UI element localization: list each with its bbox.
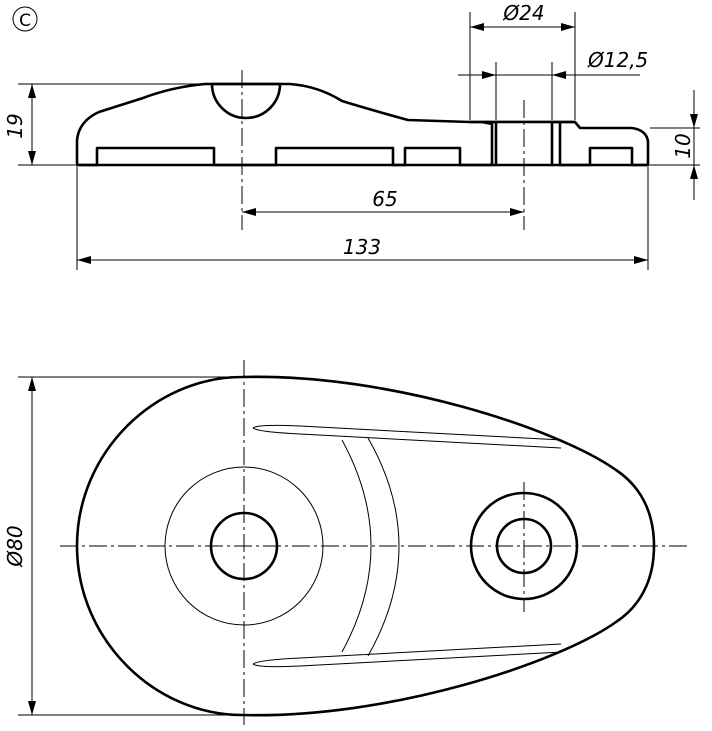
plan-arch-inner xyxy=(367,437,400,657)
dim-distance-label: 65 xyxy=(372,187,397,211)
dim-length: 133 xyxy=(76,167,649,270)
dim-width-label: Ø80 xyxy=(3,525,27,567)
dim-width: Ø80 xyxy=(3,376,240,716)
dim-bore-outer-label: Ø24 xyxy=(502,1,544,25)
dim-length-label: 133 xyxy=(343,235,381,259)
dim-bore-inner-label: Ø12,5 xyxy=(587,48,648,72)
plan-rib-top xyxy=(252,424,563,441)
plan-arch-outer xyxy=(341,439,372,653)
section-sphere-recess xyxy=(210,82,282,120)
dim-bore-outer: Ø24 xyxy=(469,1,576,120)
view-marker-label: C xyxy=(19,11,31,31)
dim-height-right: 10 xyxy=(650,90,700,200)
dim-height-total-label: 19 xyxy=(3,113,27,138)
view-marker: C xyxy=(12,6,38,32)
plan-outline xyxy=(75,375,656,717)
plan-rib-bottom xyxy=(252,643,562,665)
section-body xyxy=(75,82,650,167)
dim-height-total: 19 xyxy=(3,83,210,166)
dim-height-right-label: 10 xyxy=(671,133,695,158)
section-view xyxy=(75,70,650,230)
plan-view xyxy=(60,360,690,725)
dim-distance: 65 xyxy=(242,187,524,216)
dim-bore-inner: Ø12,5 xyxy=(458,48,648,120)
